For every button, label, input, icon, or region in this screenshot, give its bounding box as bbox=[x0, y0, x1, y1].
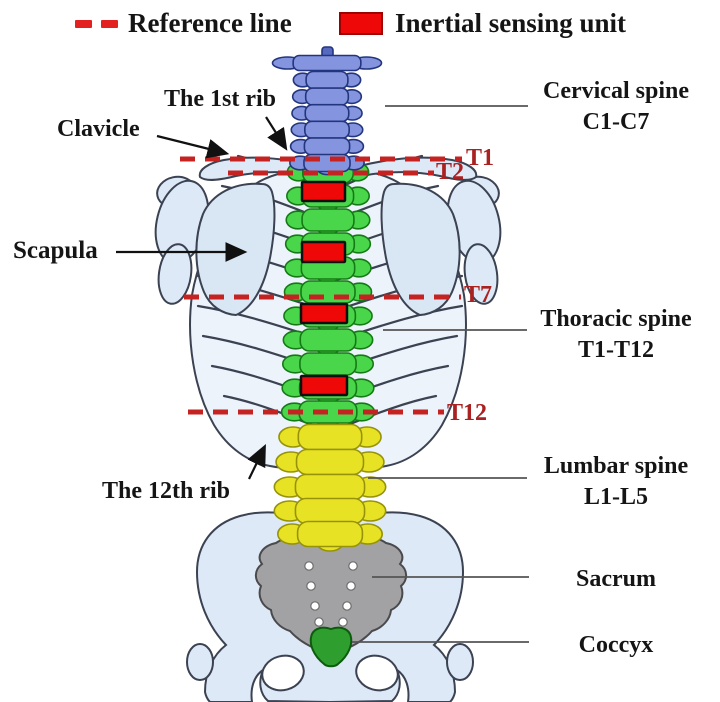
legend-dash-segment bbox=[101, 20, 118, 28]
sensor-unit-1 bbox=[300, 180, 347, 203]
sacrum-label: Sacrum bbox=[576, 566, 656, 592]
obturator-foramen-left bbox=[261, 654, 305, 692]
scapula-label: Scapula bbox=[13, 237, 98, 264]
vertebra bbox=[271, 54, 383, 74]
vertebra bbox=[277, 520, 383, 552]
t2-level-label: T2 bbox=[436, 159, 465, 185]
coccyx-bone bbox=[309, 626, 353, 668]
vertebra bbox=[291, 103, 363, 126]
sensor-unit-3 bbox=[299, 302, 349, 325]
label-lines bbox=[352, 105, 529, 643]
sacral-foramina bbox=[304, 561, 358, 627]
twelfth-rib-arrow bbox=[247, 444, 266, 480]
clavicle-arrow bbox=[156, 134, 230, 159]
vertebra bbox=[289, 137, 365, 159]
vertebra bbox=[285, 208, 371, 236]
pointer-arrows bbox=[116, 116, 288, 480]
obturator-foramen-right bbox=[355, 654, 399, 692]
lumbar-spine-label-line2: L1-L5 bbox=[583, 484, 648, 511]
vertebra bbox=[282, 328, 374, 356]
thoracic-spine-label-line1: Thoracic spine bbox=[540, 306, 692, 332]
sensor-unit-2 bbox=[300, 240, 347, 264]
t1-level-label: T1 bbox=[466, 145, 495, 171]
legend-dash-segment bbox=[75, 20, 92, 28]
trochanter-left bbox=[186, 643, 214, 681]
first-rib-arrow bbox=[265, 116, 288, 151]
cervical-spine bbox=[271, 54, 383, 176]
reference-line-swatch bbox=[75, 20, 127, 38]
legend-reference-line-label: Reference line bbox=[128, 8, 292, 38]
trochanter-right bbox=[446, 643, 474, 681]
sensor-swatch bbox=[339, 12, 383, 35]
thoracic-spine-label: Thoracic spine T1-T12 bbox=[516, 304, 716, 366]
t12-level-label: T12 bbox=[447, 400, 488, 426]
right-shoulder-bones bbox=[446, 175, 502, 305]
coccyx-label: Coccyx bbox=[578, 632, 654, 658]
twelfth-rib-label: The 12th rib bbox=[102, 478, 231, 504]
lumbar-spine bbox=[273, 423, 387, 552]
clavicle-label: Clavicle bbox=[57, 116, 140, 142]
lumbar-spine-label-line1: Lumbar spine bbox=[543, 453, 689, 479]
scapula-bone-right bbox=[380, 182, 461, 317]
vertebra bbox=[290, 120, 364, 143]
inertial-sensing-units bbox=[299, 180, 349, 397]
vertebra bbox=[291, 87, 363, 109]
cervical-spine-label-line1: Cervical spine bbox=[543, 78, 689, 104]
sensor-unit-4 bbox=[299, 374, 349, 397]
vertebra bbox=[273, 497, 387, 529]
thoracic-spine-label-line2: T1-T12 bbox=[577, 337, 654, 364]
cervical-spine-label: Cervical spine C1-C7 bbox=[516, 76, 716, 138]
legend-sensor-label: Inertial sensing unit bbox=[395, 8, 627, 38]
t7-level-label: T7 bbox=[464, 282, 493, 308]
lumbar-spine-label: Lumbar spine L1-L5 bbox=[516, 451, 716, 513]
first-rib-label: The 1st rib bbox=[164, 86, 277, 112]
reference-lines bbox=[180, 156, 462, 415]
vertebra bbox=[278, 423, 382, 455]
left-shoulder-bones bbox=[154, 175, 210, 305]
cervical-spine-label-line2: C1-C7 bbox=[582, 109, 650, 136]
